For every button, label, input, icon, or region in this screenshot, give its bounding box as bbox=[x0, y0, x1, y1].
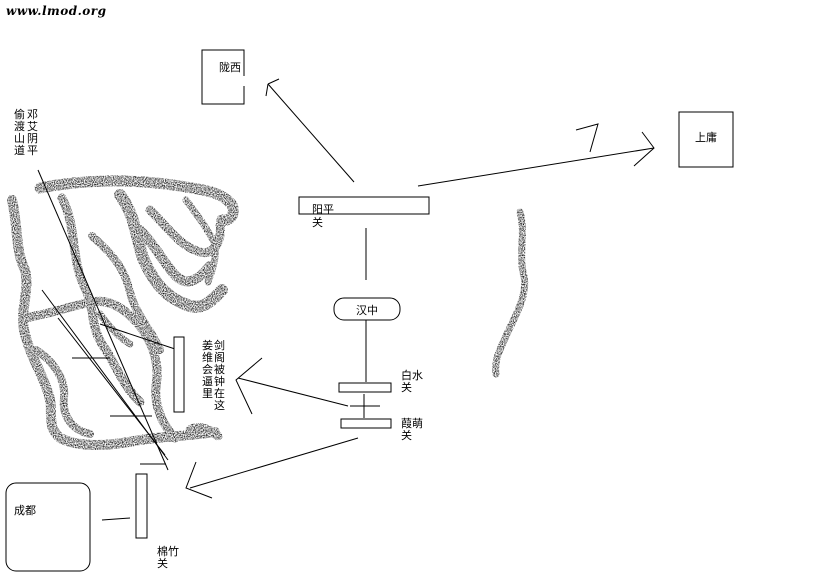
longxi-label: 陇西 bbox=[219, 61, 241, 74]
mountain-terrain bbox=[7, 175, 529, 450]
jiameng-pass-box bbox=[340, 418, 392, 429]
watermark: www.lmod.org bbox=[6, 4, 107, 18]
shangyong-box bbox=[678, 111, 734, 168]
mianzhu-suffix-label: 关 bbox=[157, 557, 168, 570]
jiameng-label: 葭萌 bbox=[401, 417, 423, 430]
fan-line-6 bbox=[99, 323, 185, 353]
jiange-annotation-col1: 剑阁 bbox=[214, 339, 225, 364]
mianzhu-arrowhead bbox=[185, 461, 213, 499]
jiameng-mianzhu-arrow bbox=[189, 437, 359, 489]
mianzhu-chengdu-route bbox=[101, 517, 131, 521]
shangyong-mid-mark bbox=[575, 123, 599, 153]
shangyong-label: 上庸 bbox=[695, 131, 717, 144]
deng-ai-annotation-col1: 邓艾 bbox=[27, 108, 38, 133]
yangping-longxi-arrow bbox=[267, 83, 355, 183]
jiange-annotation-col6: 里 bbox=[202, 387, 213, 400]
jiange-annotation-col4: 会逼 bbox=[202, 363, 213, 388]
baishui-suffix-label: 关 bbox=[401, 381, 412, 394]
deng-ai-annotation-col4: 山道 bbox=[14, 132, 25, 157]
jiange-annotation-col2: 姜维 bbox=[202, 339, 213, 364]
yangping-shangyong-arrow bbox=[417, 147, 655, 187]
hanzhong-label: 汉中 bbox=[356, 304, 378, 317]
chengdu-label: 成都 bbox=[14, 504, 36, 517]
baishui-jiange-arrow bbox=[237, 377, 349, 407]
jiange-annotation-col5: 在这 bbox=[214, 387, 225, 412]
chengdu-box bbox=[5, 482, 91, 572]
route-lines bbox=[37, 78, 655, 521]
yangping-label: 阳平 bbox=[312, 203, 334, 216]
fan-line-2 bbox=[57, 317, 166, 456]
longxi-arrowhead bbox=[265, 83, 269, 97]
place-markers bbox=[5, 49, 734, 572]
mianzhu-pass-box bbox=[135, 473, 148, 539]
longxi-arrowhead-2 bbox=[267, 78, 280, 85]
baishui-label: 白水 bbox=[401, 369, 423, 382]
mianzhu-label: 棉竹 bbox=[157, 545, 179, 558]
jiange-arrowhead bbox=[235, 357, 263, 415]
yangping-pass-box bbox=[298, 196, 430, 215]
deng-ai-annotation-col3: 阴平 bbox=[27, 132, 38, 157]
deng-ai-annotation-col2: 偷渡 bbox=[14, 108, 25, 133]
longxi-box bbox=[201, 49, 245, 105]
deng-ai-route bbox=[37, 169, 169, 471]
hanzhong-box bbox=[333, 297, 401, 321]
jiameng-suffix-label: 关 bbox=[401, 429, 412, 442]
baishui-pass-box bbox=[338, 382, 392, 393]
yangping-suffix-label: 关 bbox=[312, 216, 323, 229]
shangyong-arrowhead bbox=[633, 131, 655, 167]
jiange-annotation-col3: 被钟 bbox=[214, 363, 225, 388]
jiange-pass-box bbox=[173, 336, 185, 413]
